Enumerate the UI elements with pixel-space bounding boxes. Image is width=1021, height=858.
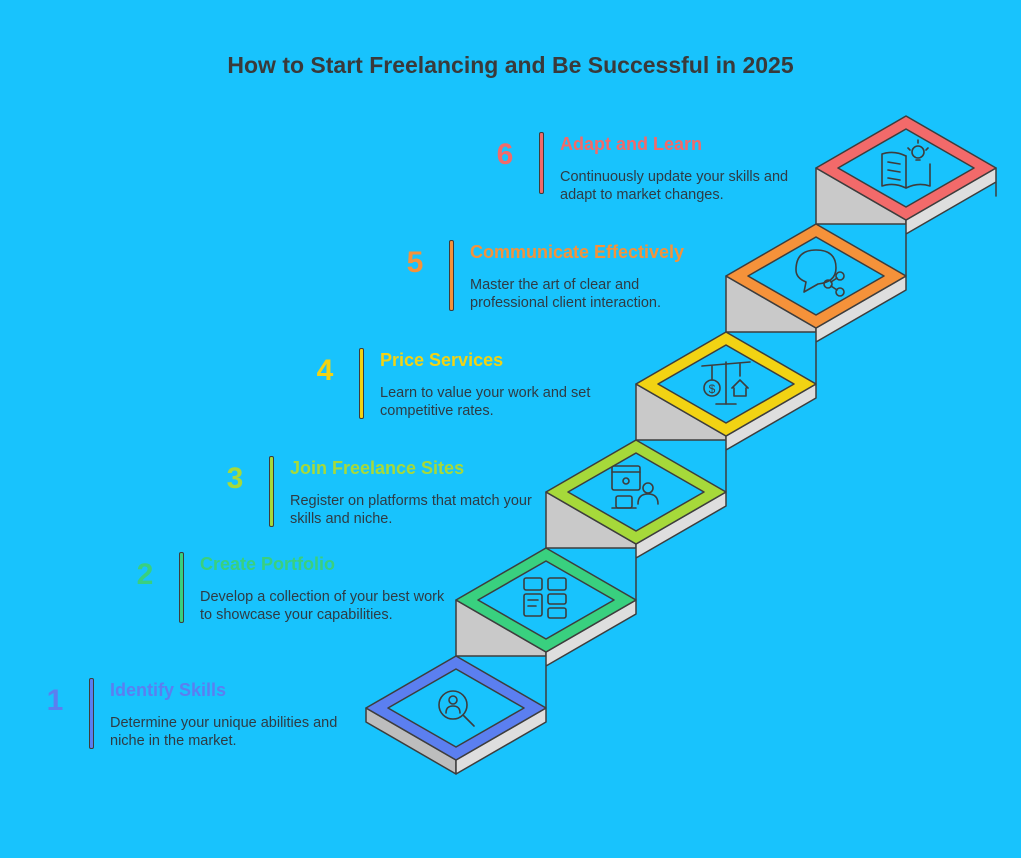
step-heading: Price Services <box>380 350 504 370</box>
step-accent-bar <box>179 552 184 623</box>
step-number: 5 <box>406 246 424 279</box>
step-platform-6 <box>815 115 997 221</box>
step-accent-bar <box>449 240 454 311</box>
step-accent-bar <box>539 132 544 194</box>
book-idea-icon <box>881 139 931 189</box>
step-number: 4 <box>316 354 334 387</box>
step-heading: Adapt and Learn <box>560 134 703 154</box>
step-accent-bar <box>89 678 94 749</box>
step-platform-4: $ <box>635 331 817 437</box>
portfolio-grid-icon <box>523 577 567 619</box>
step-heading: Identify Skills <box>110 680 227 700</box>
diagram-title: How to Start Freelancing and Be Successf… <box>227 52 794 78</box>
step-platform-3 <box>545 439 727 545</box>
price-scale-icon: $ <box>701 361 751 405</box>
step-number: 2 <box>136 558 154 591</box>
svg-text:$: $ <box>709 382 716 396</box>
step-platform-2 <box>455 547 637 653</box>
chat-share-icon <box>795 249 845 297</box>
step-number: 3 <box>226 462 244 495</box>
step-number: 1 <box>46 684 64 717</box>
skill-search-icon <box>438 690 475 727</box>
step-description: Develop a collection of your best work t… <box>200 589 445 623</box>
step-accent-bar <box>359 348 364 419</box>
step-description: Determine your unique abilities and nich… <box>110 715 338 749</box>
step-platform-1 <box>365 655 547 761</box>
step-number: 6 <box>496 138 514 171</box>
step-heading: Communicate Effectively <box>470 242 685 262</box>
freelance-profile-icon <box>611 465 659 509</box>
step-heading: Create Portfolio <box>200 554 336 574</box>
step-platform-5 <box>725 223 907 329</box>
step-description: Register on platforms that match your sk… <box>290 493 532 527</box>
step-description: Continuously update your skills and adap… <box>560 169 789 203</box>
step-description: Learn to value your work and set competi… <box>380 385 591 419</box>
step-accent-bar <box>269 456 274 527</box>
step-heading: Join Freelance Sites <box>290 458 465 478</box>
step-description: Master the art of clear and professional… <box>470 277 662 311</box>
